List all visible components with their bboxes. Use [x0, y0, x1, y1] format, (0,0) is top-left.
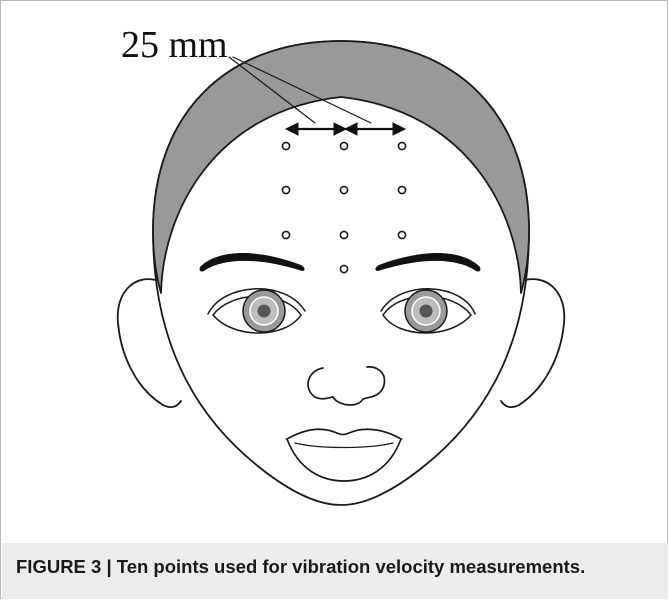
measurement-point-icon	[398, 186, 405, 193]
measurement-point-icon	[340, 231, 347, 238]
face-diagram	[1, 1, 669, 543]
dimension-label: 25 mm	[121, 23, 228, 67]
caption-text: FIGURE 3 | Ten points used for vibration…	[16, 556, 585, 578]
measurement-point-icon	[398, 231, 405, 238]
measurement-point-icon	[282, 231, 289, 238]
figure-caption: FIGURE 3 | Ten points used for vibration…	[2, 543, 668, 599]
measurement-point-icon	[340, 265, 347, 272]
measurement-point-icon	[398, 142, 405, 149]
measurement-point-icon	[340, 142, 347, 149]
left-pupil	[258, 305, 271, 318]
right-pupil	[420, 305, 433, 318]
measurement-point-icon	[282, 142, 289, 149]
measurement-point-icon	[282, 186, 289, 193]
measurement-point-icon	[340, 186, 347, 193]
